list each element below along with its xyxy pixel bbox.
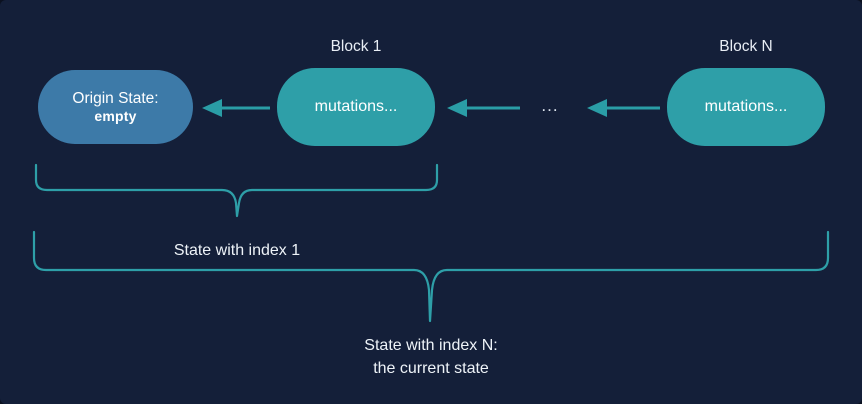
state-index-1-label: State with index 1 xyxy=(173,242,301,259)
block-1-caption: Block 1 xyxy=(330,38,382,55)
arrow-blockn-to-ellipsis xyxy=(587,99,660,117)
origin-state-title: Origin State: xyxy=(72,89,159,107)
origin-state-node[interactable]: Origin State: empty xyxy=(38,70,193,144)
state-index-n-label: State with index N: the current state xyxy=(300,334,562,380)
arrow-block1-to-origin xyxy=(202,99,270,117)
state-index-n-label-line1: State with index N: xyxy=(364,337,498,354)
block-1-node[interactable]: mutations... xyxy=(277,68,435,146)
block-n-node[interactable]: mutations... xyxy=(667,68,825,146)
chain-ellipsis: ... xyxy=(541,96,559,115)
arrow-ellipsis-to-block1 xyxy=(447,99,520,117)
block-1-body: mutations... xyxy=(314,98,398,115)
origin-state-value: empty xyxy=(94,107,137,124)
block-n-caption: Block N xyxy=(719,38,773,55)
brace-state-1 xyxy=(34,163,439,218)
state-index-n-label-line2: the current state xyxy=(373,360,489,378)
block-n-body: mutations... xyxy=(704,98,788,115)
